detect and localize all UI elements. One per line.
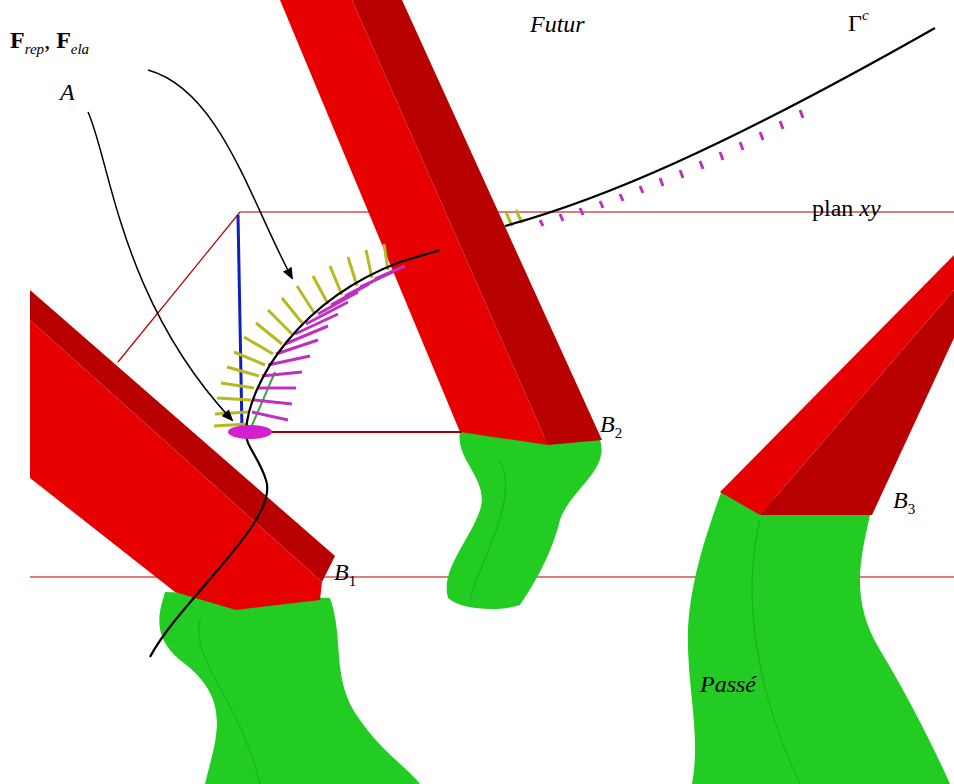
label-text: Passé bbox=[700, 671, 756, 697]
label-text: rep bbox=[25, 41, 44, 57]
robot-body bbox=[30, 320, 322, 610]
region-label: Passé bbox=[700, 672, 756, 696]
trajectory bbox=[150, 250, 440, 657]
label-text: B bbox=[893, 487, 908, 513]
leader-arrow bbox=[88, 112, 232, 420]
region-label: Futur bbox=[530, 12, 585, 36]
elastic-forces bbox=[252, 266, 405, 420]
swept-volume bbox=[688, 490, 950, 784]
label-text: plan bbox=[812, 195, 853, 221]
leader-arrow bbox=[148, 70, 292, 278]
label-text: 3 bbox=[908, 501, 916, 517]
label-text: 2 bbox=[615, 425, 623, 441]
body-label: B1 bbox=[334, 560, 356, 589]
robot-body bbox=[760, 290, 954, 515]
label-text: , bbox=[44, 27, 50, 53]
label-text: F bbox=[10, 27, 25, 53]
robot-body bbox=[720, 255, 954, 515]
label-text: Γ bbox=[848, 10, 862, 36]
label-text: B bbox=[600, 411, 615, 437]
label-text: B bbox=[334, 559, 349, 585]
point-label: A bbox=[60, 80, 75, 104]
label-text: ela bbox=[71, 41, 89, 57]
force-label: Frep,Fela bbox=[10, 28, 89, 57]
label-text: F bbox=[56, 27, 71, 53]
axis-line bbox=[250, 431, 462, 433]
robot-body bbox=[352, 0, 602, 445]
body-label: B3 bbox=[893, 488, 915, 517]
swept-volume bbox=[159, 592, 420, 784]
repulsive-forces bbox=[214, 210, 522, 426]
label-text: 1 bbox=[349, 573, 357, 589]
curve-label: Γc bbox=[848, 8, 869, 35]
label-text: c bbox=[862, 7, 869, 23]
swept-volume bbox=[447, 432, 602, 609]
body-label: B2 bbox=[600, 412, 622, 441]
label-text: Futur bbox=[530, 11, 585, 37]
label-text: xy bbox=[859, 195, 880, 221]
plane-label: planxy bbox=[812, 196, 881, 220]
vertical-axis bbox=[238, 215, 242, 430]
elastic-forces bbox=[540, 110, 803, 226]
label-text: A bbox=[60, 79, 75, 105]
robot-position bbox=[228, 425, 272, 439]
trajectory bbox=[505, 28, 935, 226]
